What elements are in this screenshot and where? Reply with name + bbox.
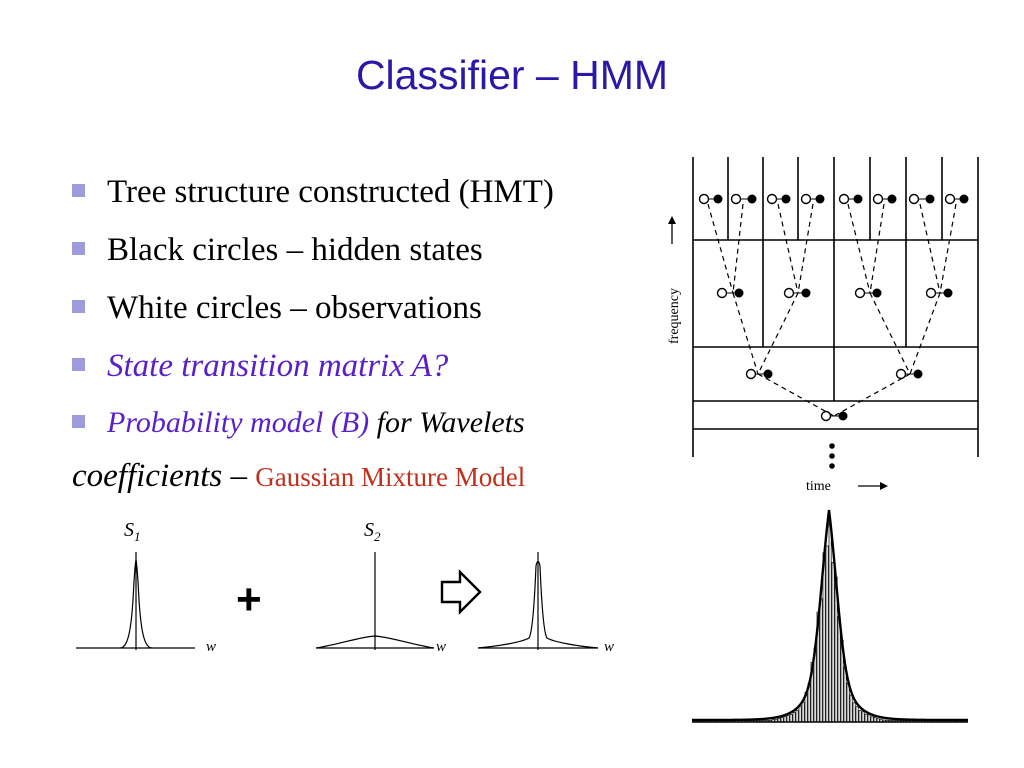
bullet-square-icon — [72, 357, 85, 371]
bullet-text: Tree structure constructed (HMT) — [107, 174, 554, 210]
node-pair — [895, 368, 923, 380]
bullet-item: White circles – observations — [72, 290, 482, 327]
frequency-axis-label: frequency — [667, 288, 682, 344]
histogram-bar — [798, 705, 802, 723]
tree-dashed-links — [707, 203, 957, 417]
bullet-continuation: coefficients – Gaussian Mixture Model — [72, 458, 525, 495]
fitted-density-curve — [692, 509, 968, 722]
node-pair — [766, 193, 791, 205]
bullet-suffix: for Wavelets — [369, 406, 525, 439]
histogram-bar — [789, 713, 793, 723]
density-plot-mixture — [477, 552, 599, 650]
node-pair — [745, 368, 773, 380]
frequency-axis: frequency — [667, 216, 682, 344]
continuation-highlight: Gaussian Mixture Model — [255, 462, 526, 492]
node-pair — [872, 193, 897, 205]
s2-label: S2 — [364, 519, 381, 544]
implies-arrow-icon — [440, 569, 482, 615]
axis-label-w: w — [604, 639, 614, 655]
time-axis-label: time — [806, 479, 831, 494]
bullet-square-icon — [72, 241, 85, 255]
histogram-bar — [870, 716, 874, 723]
tree-nodes — [698, 193, 969, 422]
histogram-bar — [846, 682, 850, 723]
continuation-dash: – — [222, 458, 256, 494]
bullet-item: State transition matrix A? — [72, 348, 448, 385]
node-pair — [820, 410, 848, 422]
histogram-bar — [831, 561, 835, 723]
histogram-bar — [795, 710, 799, 723]
bullet-text: Probability model (B) — [107, 406, 370, 439]
bullet-text: White circles – observations — [107, 290, 482, 326]
gaussian-mixture-illustration: S1 S2 w + w w — [76, 519, 614, 655]
axis-label-w: w — [436, 639, 446, 655]
continuation-lead: coefficients — [72, 458, 223, 494]
slide-title: Classifier – HMM — [355, 52, 669, 98]
bullet-square-icon — [72, 299, 85, 313]
node-pair — [698, 193, 723, 205]
coefficient-histogram — [692, 509, 968, 723]
node-pair — [944, 193, 969, 205]
histogram-bar — [825, 545, 829, 723]
histogram-bar — [861, 711, 865, 723]
node-pair — [925, 287, 953, 299]
density-plot-s2 — [315, 552, 435, 650]
ellipsis-dots — [829, 443, 835, 469]
histogram-bar — [819, 598, 823, 723]
s1-label: S1 — [124, 519, 141, 544]
histogram-bar — [783, 716, 787, 723]
histogram-bar — [786, 715, 790, 723]
node-pair — [730, 193, 757, 205]
node-pair — [783, 287, 811, 299]
bullet-text: Black circles – hidden states — [107, 232, 483, 268]
plus-sign: + — [236, 575, 262, 624]
bullet-item: Black circles – hidden states — [72, 232, 483, 269]
density-plot-s1 — [76, 552, 195, 650]
histogram-bars — [693, 520, 967, 723]
histogram-bar — [864, 713, 868, 723]
bullet-square-icon — [72, 414, 85, 428]
time-axis: time — [806, 479, 888, 494]
node-pair — [854, 287, 882, 299]
histogram-bar — [852, 702, 856, 723]
histogram-bar — [849, 694, 853, 723]
axis-label-w: w — [206, 639, 216, 655]
bullet-item: Tree structure constructed (HMT) — [72, 174, 554, 211]
hmt-tree-figure: frequency time — [667, 157, 979, 494]
bullet-item: Probability model (B) for Wavelets — [72, 406, 525, 440]
histogram-bar — [858, 710, 862, 723]
bullet-square-icon — [72, 183, 85, 197]
histogram-bar — [867, 714, 871, 723]
bullet-text: State transition matrix A? — [107, 348, 449, 384]
tree-grid — [692, 157, 979, 457]
histogram-bar — [792, 712, 796, 723]
node-pair — [716, 287, 744, 299]
node-pair — [800, 193, 825, 205]
node-pair — [838, 193, 863, 205]
histogram-bar — [801, 701, 805, 723]
histogram-bar — [828, 520, 832, 723]
node-pair — [908, 193, 935, 205]
histogram-bar — [855, 706, 859, 723]
